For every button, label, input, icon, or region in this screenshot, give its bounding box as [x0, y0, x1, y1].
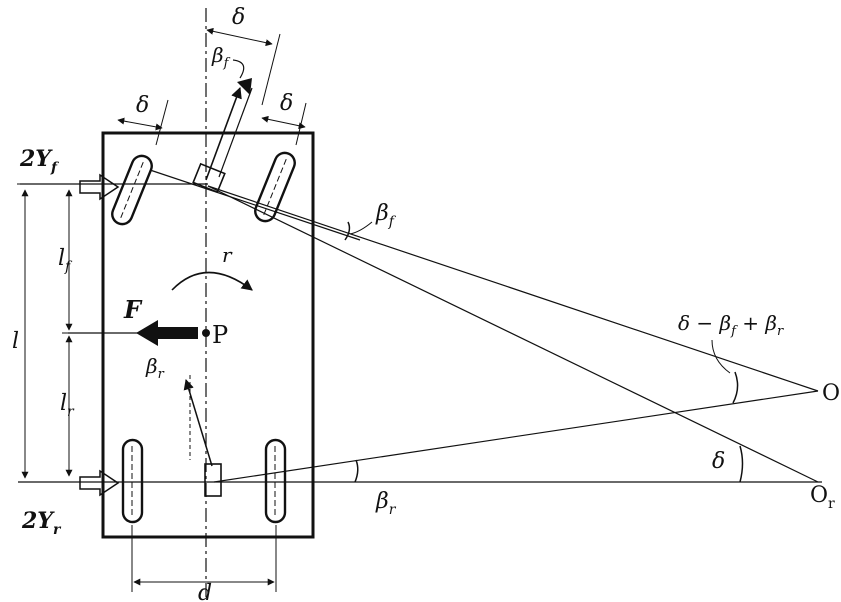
top-delta-dim	[206, 27, 273, 47]
line-front-to-O	[207, 185, 819, 392]
beta-f-leader	[349, 221, 373, 235]
label-delta-right: δ	[712, 449, 725, 474]
label-r: r	[222, 243, 233, 267]
line-front-to-Or	[207, 185, 819, 483]
point-P	[202, 329, 210, 337]
fr-delta-ext	[295, 102, 307, 146]
front-lateral-force-arrow	[79, 173, 120, 201]
label-delta-front-right: δ	[280, 91, 293, 116]
label-d: d	[198, 581, 212, 602]
combo-leader	[711, 339, 731, 374]
label-beta-f-top: βf	[211, 43, 231, 71]
yaw-rate-arrow	[171, 271, 253, 291]
top-delta-ext	[261, 33, 281, 106]
front-left-wheel	[111, 154, 153, 226]
front-center-wheel	[192, 162, 226, 194]
fl-delta-ext	[155, 99, 169, 146]
label-l: l	[12, 329, 19, 354]
label-2yr: 2Yr	[21, 508, 62, 538]
rear-right-wheel	[264, 438, 287, 524]
label-lr: lr	[60, 391, 75, 420]
combo-angle-arc	[732, 371, 739, 404]
vehicle-body	[101, 131, 315, 539]
label-combo-angle: δ − βf + βr	[678, 311, 784, 339]
label-Or: Or	[810, 483, 835, 512]
rear-center-wheel	[204, 463, 222, 497]
label-delta-front-left: δ	[136, 93, 149, 118]
fl-delta-dim	[117, 117, 163, 131]
label-beta-r: βr	[145, 354, 165, 382]
label-O: O	[822, 381, 840, 406]
label-beta-f-mid: βf	[375, 201, 397, 230]
label-beta-r-bottom: βr	[375, 489, 397, 518]
label-delta-top: δ	[232, 5, 245, 30]
beta-r-arc	[354, 459, 359, 483]
force-arrow	[136, 320, 198, 346]
rear-velocity-line	[183, 378, 213, 467]
label-2yf: 2Yf	[19, 146, 60, 176]
front-velocity-arrow	[205, 86, 242, 181]
front-right-wheel	[254, 151, 296, 223]
rear-left-wheel	[121, 438, 144, 524]
beta-f-arc	[344, 221, 351, 241]
delta-right-arc	[739, 445, 744, 483]
line-front-extension	[149, 169, 361, 241]
beta-f-top-arc	[232, 59, 245, 79]
front-velocity-arrow-shaft	[218, 87, 253, 178]
label-lf: lf	[58, 246, 73, 275]
line-rear-to-O	[213, 390, 819, 483]
front-arrow-head	[237, 78, 252, 95]
rear-lateral-force-arrow	[79, 469, 120, 497]
label-F: F	[123, 295, 143, 324]
label-P: P	[212, 321, 228, 349]
fr-delta-dim	[261, 115, 306, 130]
